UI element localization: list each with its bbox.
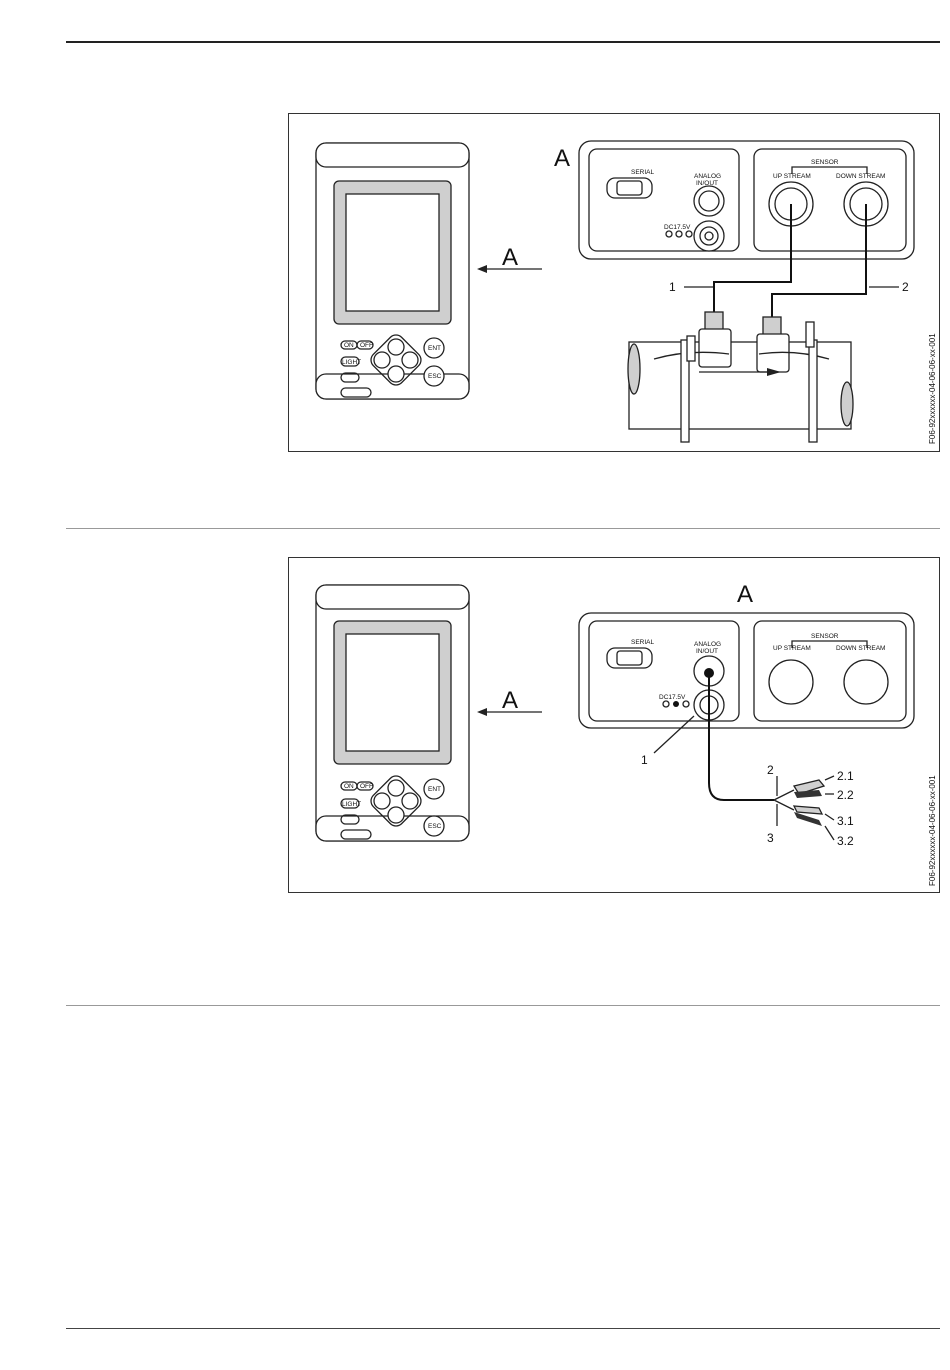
connector-panel: SERIAL ANALOG IN/OUT DC17.5V SENSOR UP S… — [578, 140, 915, 260]
figure-2-drawing: ON OFF LIGHT ENT ESC A A SERIA — [315, 581, 937, 886]
key-light: LIGHT — [342, 359, 361, 366]
callout-3: 3 — [767, 831, 774, 845]
downstream-label: DOWN STREAM — [836, 645, 885, 652]
analog-cable — [708, 673, 774, 801]
callout-2: 2 — [902, 280, 909, 294]
key-ent: ENT — [428, 345, 441, 352]
figure-1-drawing: ON OFF LIGHT ENT ESC A A — [315, 140, 937, 444]
header-rule — [66, 41, 940, 43]
callout-2-1: 2.1 — [837, 769, 854, 783]
key-ent: ENT — [428, 786, 441, 793]
figure-code: F06-92xxxxxx-04-06-06-xx-001 — [928, 775, 937, 886]
serial-label: SERIAL — [631, 169, 655, 176]
callout-3-1: 3.1 — [837, 814, 854, 828]
pipe-with-sensors — [627, 311, 854, 443]
key-on: ON — [344, 783, 354, 790]
analog-label: ANALOG — [694, 173, 721, 180]
footer-rule — [66, 1328, 940, 1329]
callout-1: 1 — [669, 280, 676, 294]
sensor-label: SENSOR — [811, 159, 839, 166]
key-esc: ESC — [428, 823, 442, 830]
callout-3-2: 3.2 — [837, 834, 854, 848]
key-esc: ESC — [428, 373, 442, 380]
section-divider — [66, 1005, 940, 1006]
upstream-cable — [713, 204, 792, 312]
flowmeter-device: ON OFF LIGHT ENT ESC — [315, 584, 470, 842]
section-divider — [66, 528, 940, 529]
downstream-label: DOWN STREAM — [836, 173, 885, 180]
serial-label: SERIAL — [631, 639, 655, 646]
alligator-clips — [773, 779, 826, 826]
figure-sensor-connection: ON OFF LIGHT ENT ESC A A — [288, 113, 940, 452]
view-label: A — [554, 145, 570, 172]
upstream-label: UP STREAM — [773, 645, 811, 652]
callout-2: 2 — [767, 763, 774, 777]
connector-panel: SERIAL ANALOG IN/OUT DC17.5V SENSOR UP S… — [578, 612, 915, 729]
key-off: OFF — [360, 783, 373, 790]
dc-label: DC17.5V — [664, 224, 691, 231]
analog-label-2: IN/OUT — [696, 180, 718, 187]
view-label: A — [737, 581, 753, 608]
upstream-label: UP STREAM — [773, 173, 811, 180]
key-off: OFF — [360, 342, 373, 349]
dc-label: DC17.5V — [659, 694, 686, 701]
key-on: ON — [344, 342, 354, 349]
flowmeter-device: ON OFF LIGHT ENT ESC — [315, 142, 470, 400]
analog-label: ANALOG — [694, 641, 721, 648]
callout-1: 1 — [641, 753, 648, 767]
figure-code: F06-92xxxxxx-04-06-06-xx-001 — [928, 333, 937, 444]
sensor-label: SENSOR — [811, 633, 839, 640]
downstream-cable — [771, 204, 867, 317]
callout-2-2: 2.2 — [837, 788, 854, 802]
key-light: LIGHT — [342, 801, 361, 808]
analog-label-2: IN/OUT — [696, 648, 718, 655]
figure-analog-connection: ON OFF LIGHT ENT ESC A A SERIA — [288, 557, 940, 893]
arrow-label: A — [502, 244, 518, 271]
arrow-label: A — [502, 687, 518, 714]
